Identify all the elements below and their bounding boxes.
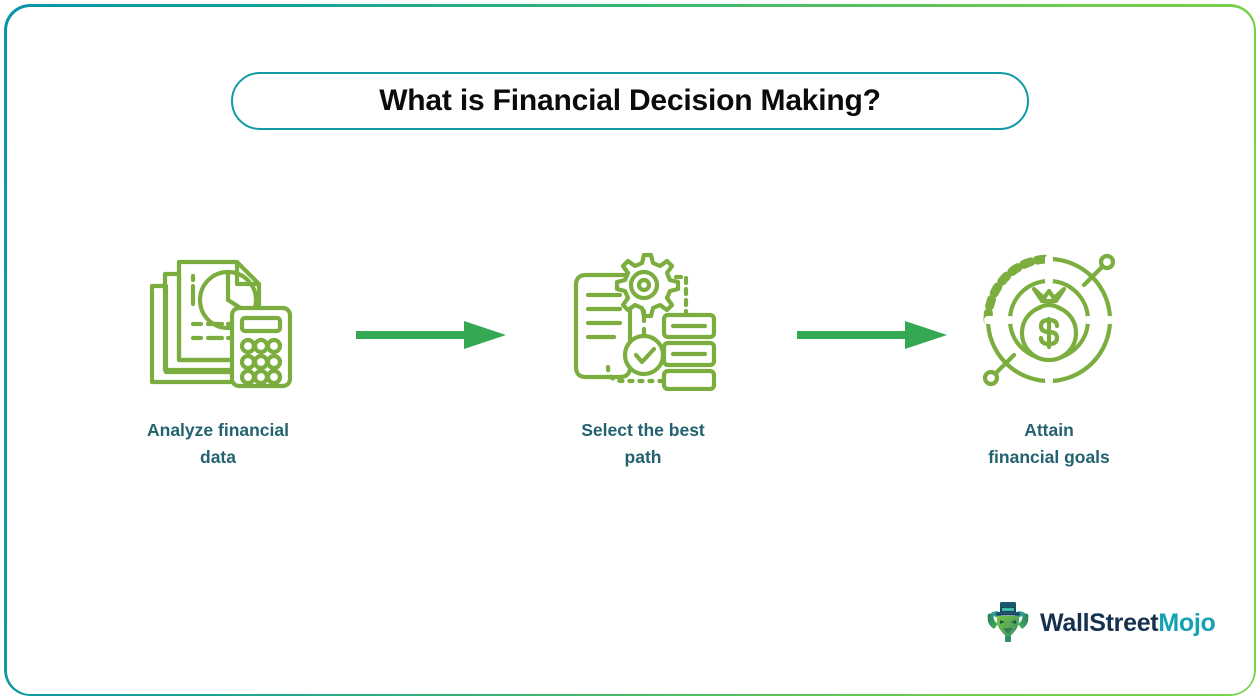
step-attain-financial-goals: Attain financial goals	[919, 245, 1179, 471]
page-title: What is Financial Decision Making?	[379, 84, 881, 117]
logo-word-mojo: Mojo	[1158, 609, 1216, 637]
step-label-line-1: Select the best	[581, 420, 705, 440]
money-bag-target-icon	[919, 245, 1179, 395]
step-label-line-2: financial goals	[988, 447, 1110, 468]
step-label-select: Select the best path	[513, 417, 773, 471]
step-label-line-2: data	[200, 447, 236, 468]
step-label-line-1: Attain	[1024, 420, 1074, 440]
step-label-line-1: Analyze financial	[147, 420, 289, 440]
logo-word-wallstreet: WallStreet	[1040, 609, 1159, 637]
title-pill: What is Financial Decision Making?	[231, 72, 1029, 130]
steps-row: Analyze financial data	[0, 245, 1260, 485]
document-gear-checkmark-icon	[513, 245, 773, 395]
step-label-line-2: path	[624, 447, 662, 468]
step-label-analyze: Analyze financial data	[88, 417, 348, 471]
step-analyze-financial-data: Analyze financial data	[88, 245, 348, 471]
documents-pie-chart-calculator-icon	[88, 245, 348, 395]
logo-wordmark: WallStreetMojo	[1040, 609, 1216, 638]
arrow-right-icon-1	[356, 318, 506, 357]
bull-mascot-icon	[985, 598, 1031, 649]
arrow-right-icon-2	[797, 318, 947, 357]
wallstreetmojo-logo[interactable]: WallStreetMojo	[985, 598, 1216, 649]
step-label-attain: Attain financial goals	[919, 417, 1179, 471]
step-select-the-best-path: Select the best path	[513, 245, 773, 471]
